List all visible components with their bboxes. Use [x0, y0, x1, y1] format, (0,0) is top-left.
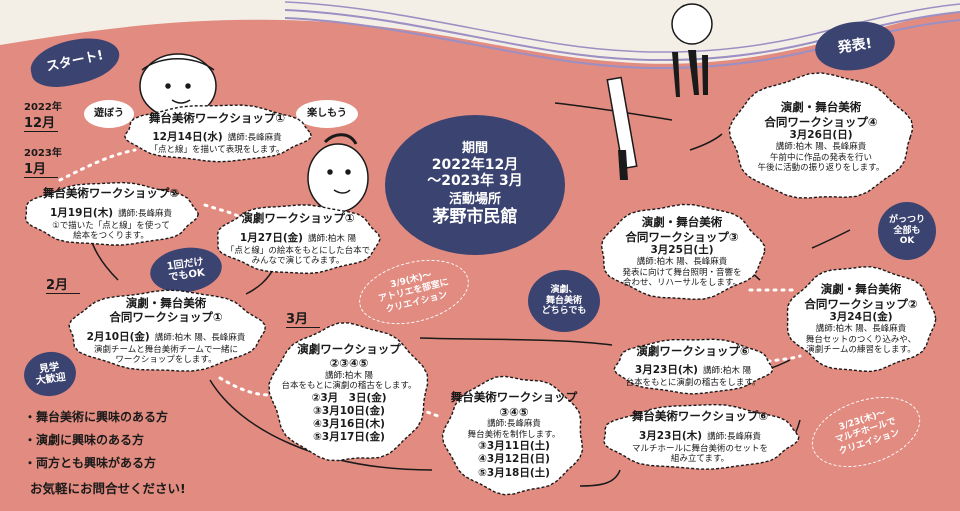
cloud-outline	[441, 375, 584, 496]
period-line2: 〜2023年 3月	[427, 173, 523, 190]
cloud-outline	[216, 204, 381, 275]
cloud-outline	[728, 72, 914, 199]
year-2022: 2022年	[24, 102, 62, 113]
cloud-outline	[603, 403, 800, 470]
month-mar: 3月	[286, 308, 320, 328]
venue-name: 茅野市民館	[432, 207, 518, 228]
event-bw2: 舞台美術ワークショップ② 1月19日(木) 講師:長峰麻貴 ①で描いた「点と線」…	[22, 180, 200, 248]
year-2023: 2023年	[24, 148, 62, 159]
event-bw1: 舞台美術ワークショップ① 12月14日(水) 講師:長峰麻貴 「点と線」を描いて…	[122, 102, 313, 164]
event-ew2-5: 演劇ワークショップ ②③④⑤ 講師:柏木 陽 台本をもとに演劇の稽古をします。 …	[268, 322, 430, 464]
cloud-outline	[613, 338, 774, 395]
event-bw3-5: 舞台美術ワークショップ ③④⑤ 講師:長峰麻貴 舞台美術を制作します。 ③3月1…	[441, 374, 586, 496]
event-joint2: 演劇・舞台美術 合同ワークショップ② 3月24日(金) 講師:柏木 陽、長峰麻貴…	[784, 264, 938, 374]
dochira-badge: 演劇、 舞台美術 どちらでも	[528, 270, 600, 332]
month-dec: 12月	[24, 112, 58, 132]
child-drawing-1	[139, 53, 217, 119]
event-bw6: 舞台美術ワークショップ⑥ 3月23日(木) 講師:長峰麻貴 マルチホールに舞台美…	[600, 402, 800, 472]
cloud-outline	[268, 322, 429, 462]
event-ew6: 演劇ワークショップ⑥ 3月23日(木) 講師:柏木 陽 台本をもとに演劇の稽古を…	[612, 336, 774, 396]
asobo-badge: 遊ぼう	[84, 100, 134, 128]
gattsuri-badge: がっつり 全部も OK	[878, 202, 936, 260]
month-feb: 2月	[46, 274, 80, 294]
target-1: ・舞台美術に興味のある方	[24, 410, 169, 424]
event-joint3: 演劇・舞台美術 合同ワークショップ③ 3月25日(土) 講師:柏木 陽、長峰麻貴…	[598, 202, 766, 302]
target-3: ・両方とも興味がある方	[24, 456, 157, 470]
event-ew1: 演劇ワークショップ① 1月27日(金) 講師:柏木 陽 「点と線」の絵本をもとに…	[214, 202, 382, 276]
performers-silhouette	[606, 3, 713, 180]
event-joint4: 演劇・舞台美術 合同ワークショップ④ 3月26日(日) 講師:柏木 陽、長峰麻貴…	[728, 72, 914, 202]
period-label: 期間	[461, 141, 488, 157]
cloud-outline	[68, 289, 267, 372]
cloud-outline	[24, 181, 200, 246]
contact-cta: お気軽にお問合せください!	[30, 481, 186, 496]
cloud-outline	[600, 203, 766, 301]
period-badge: 期間 2022年12月 〜2023年 3月 活動場所 茅野市民館	[385, 115, 565, 255]
target-2: ・演劇に興味のある方	[24, 433, 145, 447]
month-jan: 1月	[24, 158, 58, 178]
wavy-band-3	[284, 1, 960, 53]
venue-label: 活動場所	[448, 192, 501, 208]
cloud-outline	[124, 104, 313, 163]
tanoshimo-badge: 楽しもう	[296, 100, 358, 128]
cloud-outline	[786, 266, 937, 373]
period-line1: 2022年12月	[431, 157, 519, 174]
child-drawing-2	[307, 133, 369, 213]
event-joint1: 演劇・舞台美術 合同ワークショップ① 2月10日(金) 講師:柏木 陽、長峰麻貴…	[66, 288, 267, 374]
dotted-links	[58, 148, 802, 418]
